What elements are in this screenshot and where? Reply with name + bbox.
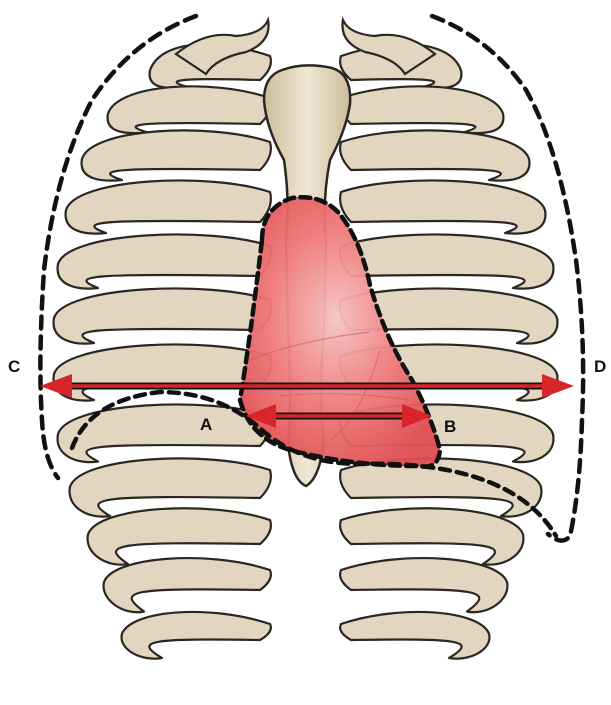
left-rib-2 xyxy=(108,86,271,133)
label-b: B xyxy=(444,417,456,436)
left-rib-12 xyxy=(122,612,271,659)
right-rib-12 xyxy=(340,612,489,659)
left-rib-4 xyxy=(66,180,271,233)
left-rib-10 xyxy=(88,508,271,564)
right-rib-3 xyxy=(340,130,529,180)
right-rib-11 xyxy=(340,558,507,612)
label-a: A xyxy=(200,415,212,434)
right-rib-5 xyxy=(340,234,553,288)
label-d: D xyxy=(594,357,606,376)
label-c: C xyxy=(8,357,20,376)
right-rib-2 xyxy=(340,86,503,133)
left-rib-11 xyxy=(104,558,271,612)
right-rib-10 xyxy=(340,508,523,564)
right-rib-4 xyxy=(340,180,545,233)
left-rib-3 xyxy=(82,130,271,180)
left-rib-5 xyxy=(58,234,271,288)
left-rib-6 xyxy=(54,288,271,343)
